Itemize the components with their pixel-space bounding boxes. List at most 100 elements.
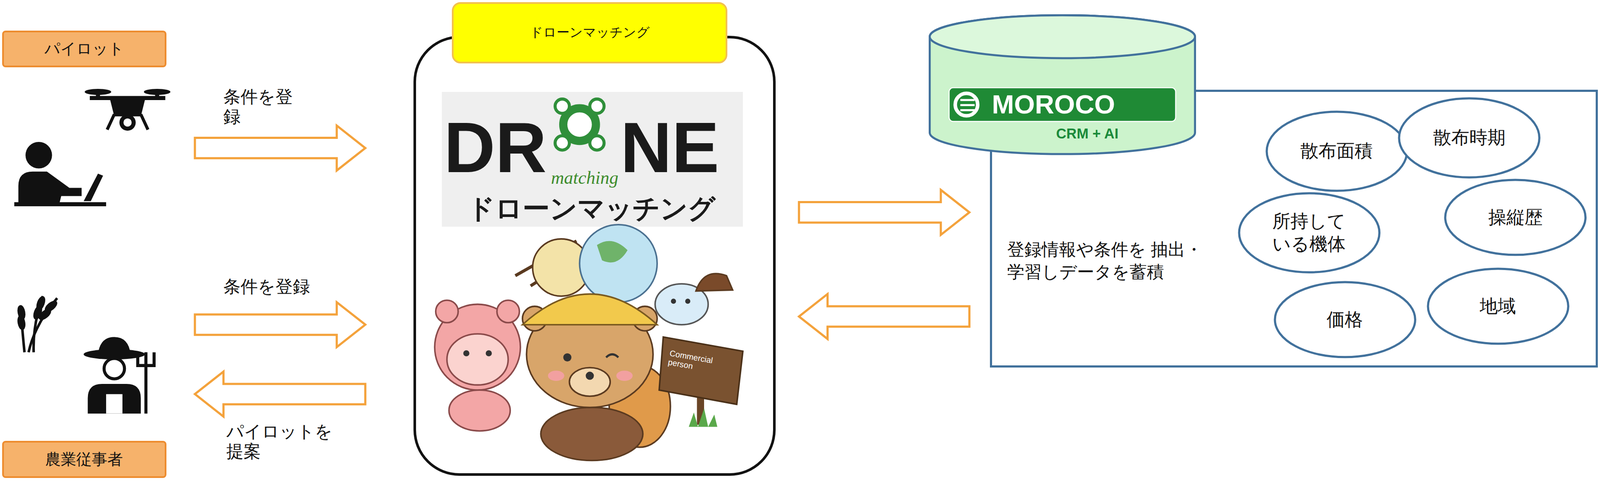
pilot-icon [14,141,107,207]
attribute-text: 操縦歴 [1488,206,1543,229]
wheat-icon [17,316,26,329]
mascot-characters [695,273,733,291]
farmer-icon [97,336,131,354]
attribute-ellipse: 所持している機体 [1237,191,1381,274]
actor-group: パイロット [0,30,190,215]
signpost [659,336,743,404]
edge-label: パイロットを提案 [224,420,336,462]
wheat-icon [33,305,43,320]
ellipse-outline [1237,191,1381,274]
block-arrow [798,294,970,339]
logo-text: MOROCO [991,90,1115,118]
mascot-characters [463,350,470,357]
farmer-icon [103,358,125,379]
service-title-tab: ドローンマッチング [451,2,728,64]
block-arrow [194,125,366,171]
mascot-characters [616,370,633,381]
edge-label: 条件を登録 [221,85,303,128]
attribute-ellipse: 散布時期 [1397,97,1541,179]
block-arrow [194,371,366,417]
attribute-text: 散布面積 [1300,139,1373,163]
actor-label: パイロット [2,30,167,68]
mascot-characters [540,407,643,461]
attribute-ellipse: 地域 [1426,267,1570,345]
label-holder: Commercial person [670,348,723,367]
edge-label: 条件を登録 [221,275,312,298]
logo-subtitle: ドローンマッチング [467,194,716,223]
mascot-characters [670,298,677,304]
cylinder-shape [929,15,1195,58]
label-holder: 条件を登録 [221,85,303,128]
label-holder: ドローンマッチング [467,194,716,223]
block-arrow [194,302,366,348]
service-frame [413,35,776,476]
label-holder: 条件を登録 [221,275,312,298]
mascot-characters [585,371,594,380]
actor-label: 農業従事者 [2,440,167,478]
attribute-text: 価格 [1326,308,1363,332]
drone-logo-mark [589,135,605,151]
label-holder: DR [444,112,547,184]
mascot-characters [563,353,572,362]
farmer-icon [106,394,123,414]
mascot-characters [485,350,492,357]
attribute-ellipse: 操縦歴 [1443,178,1587,257]
wheat-icon [17,295,58,352]
drone-icon [123,118,132,127]
drone-icon [110,100,145,117]
drone-icon [107,114,115,130]
attribute-ellipse: 散布面積 [1265,110,1409,192]
drone-logo-mark [554,99,605,151]
attribute-text: 所持している機体 [1270,209,1348,256]
database-cylinder: MOROCO CRM + AI [928,14,1197,156]
label-holder: パイロットを提案 [224,420,336,462]
mascot-characters [435,300,459,323]
mascot-characters [497,300,520,323]
mascot-characters [448,389,511,431]
pilot-icon [25,141,53,169]
farmer-icon [87,383,141,414]
logo-script: matching [551,168,619,187]
drone-logo-mark [589,99,605,114]
attribute-text: 地域 [1479,294,1516,318]
cylinder-shape [929,15,1195,154]
mascot-characters [547,370,565,381]
farmer-icon [137,352,155,366]
label-holder: NE [620,112,720,184]
mascot-characters [447,333,509,385]
drone-logo-mark [554,135,570,151]
farmer-icon [83,336,154,414]
drone-logo-mark [554,99,570,114]
logo-subtitle: CRM + AI [1056,125,1119,142]
signpost [688,408,718,427]
mascot-characters [569,367,611,396]
attribute-text: 散布時期 [1433,126,1506,150]
block-arrow [798,189,970,235]
attribute-ellipse: 価格 [1273,280,1417,359]
service-box: ドローンマッチング [413,2,776,476]
drone-icon [95,91,100,100]
ellipse-outline [1427,268,1569,344]
pilot-icon [18,171,82,205]
ellipse-outline [1266,111,1407,191]
logo-letters: NE [620,112,720,184]
mascot-characters [597,241,628,263]
drone-icon [119,114,136,131]
signpost [659,336,743,427]
actor-group: 農業従事者 [0,287,190,478]
ellipse-outline [1445,179,1586,255]
drone-icon [140,114,149,130]
logo-background [441,91,743,227]
cylinder-shape [954,93,978,116]
mascot-characters [685,298,691,304]
cylinder-shape [960,100,975,111]
mascot-characters [606,353,619,357]
ellipse-outline [1399,98,1540,178]
pilot-icon [83,173,104,201]
mascot-characters [579,224,658,303]
drone-icon [155,91,160,100]
logo-letters: DR [444,112,547,184]
ellipse-outline [1239,193,1380,273]
logo-background [441,91,743,227]
